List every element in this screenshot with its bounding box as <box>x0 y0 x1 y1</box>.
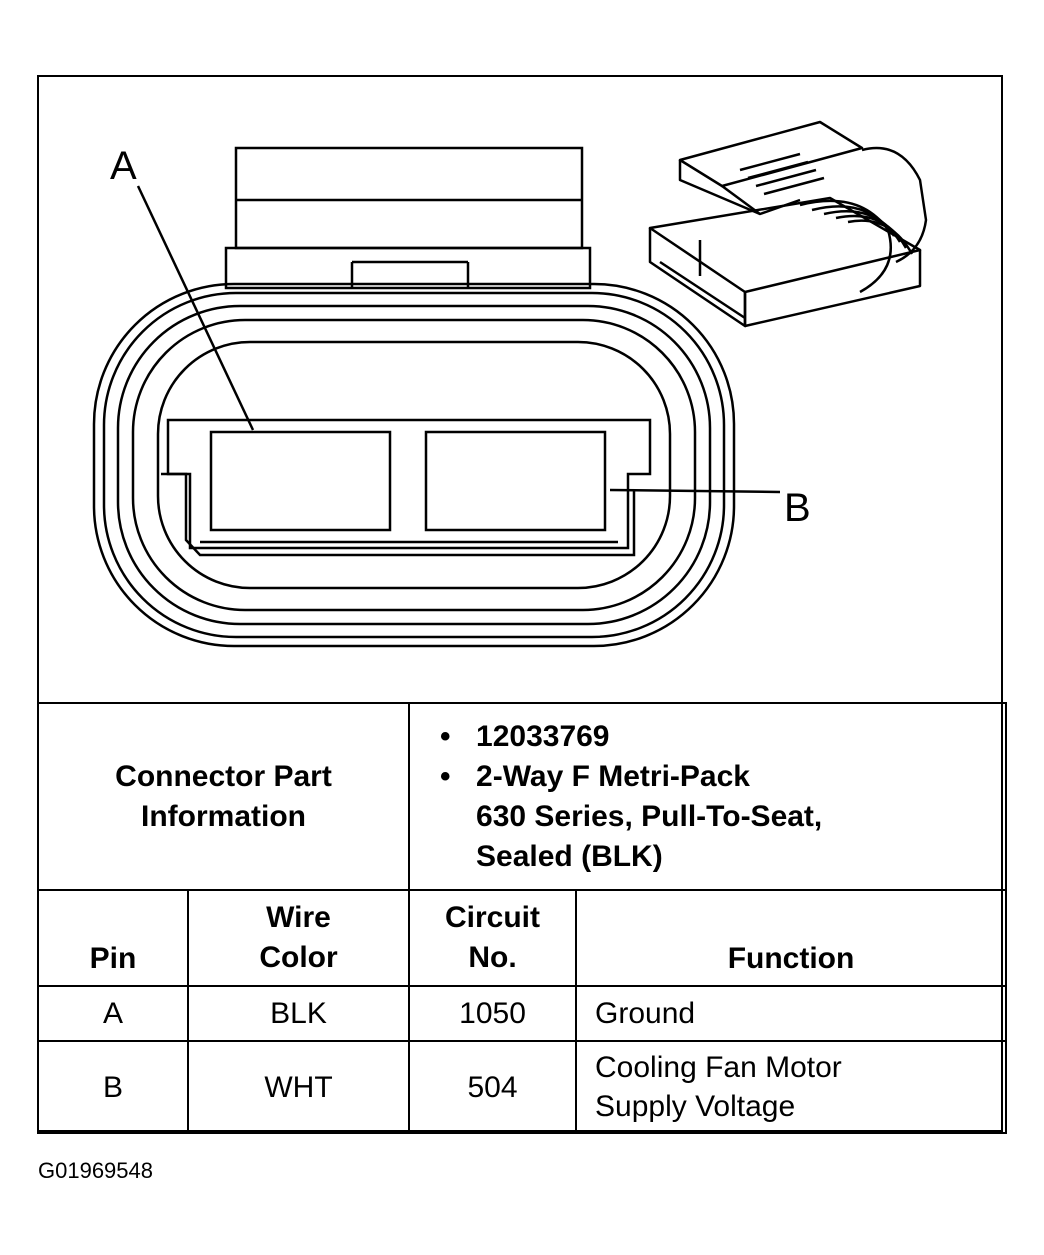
header-wire-color: Wire Color <box>186 889 411 987</box>
table-row: A BLK 1050 Ground <box>37 985 1008 1042</box>
connector-info-table: Connector Part Information • 12033769 • 2-… <box>36 702 1008 1134</box>
terminal-cavity <box>161 418 652 557</box>
terminal-a <box>209 430 392 532</box>
wire-color-cell: BLK <box>186 985 411 1042</box>
bullet-item: • 12033769 <box>440 717 1005 757</box>
leader-line-a <box>136 185 255 431</box>
pin-cell: A <box>37 985 189 1042</box>
circuit-no-cell: 1050 <box>408 985 578 1042</box>
terminal-b <box>424 430 607 532</box>
circuit-no-cell: 504 <box>408 1040 578 1134</box>
bullet-item: • 2-Way F Metri-Pack 630 Series, Pull-To-… <box>440 757 1005 877</box>
leader-line-b <box>609 488 781 494</box>
connector-isometric-view <box>648 120 928 328</box>
connector-face-drawing <box>92 120 928 648</box>
bullet-icon: • <box>440 719 451 753</box>
connector-part-bullets: • 12033769 • 2-Way F Metri-Pack 630 Series… <box>410 711 1005 883</box>
bullet-icon: • <box>440 759 451 793</box>
connector-body-outline <box>92 282 736 648</box>
connector-part-label: Connector Part Information <box>115 759 332 833</box>
pin-cell: B <box>37 1040 189 1134</box>
part-number: 12033769 <box>476 719 610 753</box>
header-circuit-no: Circuit No. <box>408 889 578 987</box>
figure-id: G01969548 <box>38 1158 153 1183</box>
function-cell: Cooling Fan Motor Supply Voltage <box>575 1040 1008 1134</box>
connector-part-row: Connector Part Information • 12033769 • 2-… <box>36 702 1008 891</box>
connector-part-details-cell: • 12033769 • 2-Way F Metri-Pack 630 Series… <box>408 702 1008 891</box>
header-function: Function <box>575 889 1008 987</box>
connector-description: 2-Way F Metri-Pack 630 Series, Pull-To-S… <box>476 759 823 873</box>
connector-latch <box>224 146 592 290</box>
table-header-row: Pin Wire Color Circuit No. Function <box>37 889 1008 987</box>
table-row: B WHT 504 Cooling Fan Motor Supply Volta… <box>37 1040 1008 1134</box>
connector-part-label-cell: Connector Part Information <box>36 702 411 891</box>
header-pin: Pin <box>37 889 189 987</box>
callout-b: B <box>784 486 811 530</box>
wire-color-cell: WHT <box>186 1040 411 1134</box>
callout-a: A <box>110 144 137 188</box>
function-cell: Ground <box>575 985 1008 1042</box>
